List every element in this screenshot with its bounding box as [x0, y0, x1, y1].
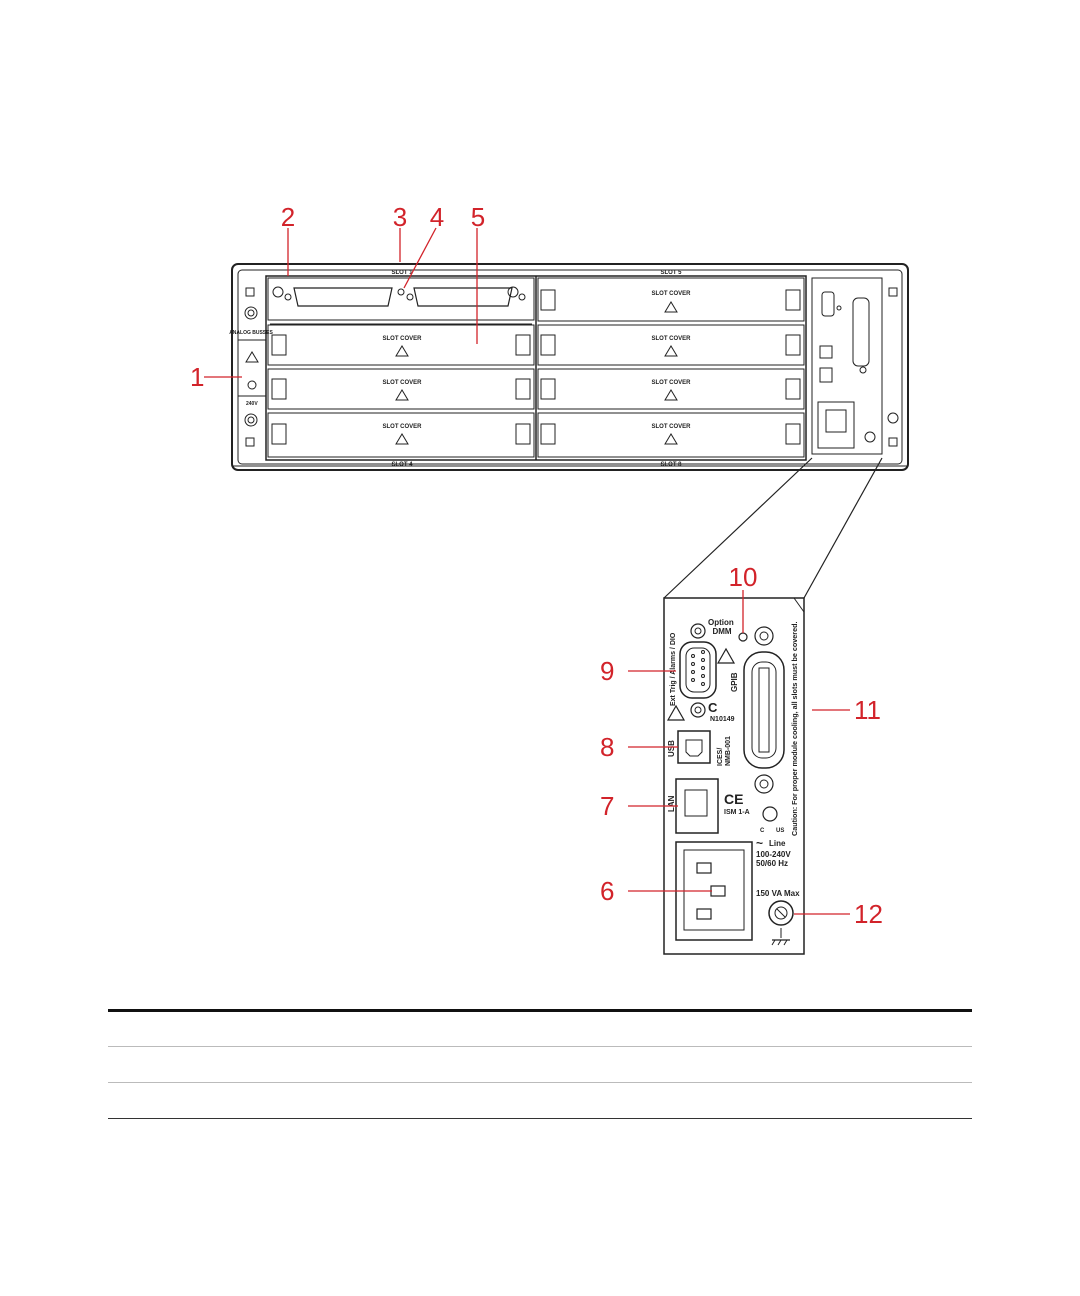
callout-leaders [204, 227, 850, 915]
cert-code-label: N10149 [710, 716, 735, 723]
option-dmm-line2: DMM [712, 627, 731, 636]
ext-trig-label: Ext Trig / Alarms / DIO [670, 632, 677, 706]
callout-numbers: 1 2 3 4 5 6 7 8 9 10 11 12 [190, 202, 883, 929]
slot-cover-right-1 [537, 277, 805, 322]
slot-1-module [267, 277, 535, 325]
db9-connector [679, 623, 717, 718]
option-dmm-label: Option DMM [708, 618, 736, 636]
ce-mark-icon: CE [724, 791, 743, 807]
callout-3: 3 [393, 202, 407, 232]
callout-12: 12 [854, 899, 883, 929]
slot-5-label: SLOT 5 [660, 270, 682, 276]
lan-label: LAN [667, 795, 676, 812]
slot-cover-label: SLOT COVER [651, 380, 691, 386]
cert-us-label: US [776, 828, 784, 834]
warning-triangle-icon [666, 704, 686, 721]
cert-c-label: C [760, 828, 765, 834]
option-dmm-line1: Option [708, 618, 734, 627]
zoom-lines [663, 457, 883, 599]
slot-cover-right-3 [537, 368, 805, 410]
caution-label: Caution: For proper module cooling, all … [790, 622, 799, 836]
callout-2: 2 [281, 202, 295, 232]
ism-label: ISM 1-A [724, 809, 750, 816]
ground-terminal [768, 900, 794, 946]
max-power-label: 150 VA Max [756, 889, 800, 898]
callout-7: 7 [600, 791, 614, 821]
slot-cover-label: SLOT COVER [382, 380, 422, 386]
line-freq-label: 50/60 Hz [756, 859, 788, 868]
usb-class-line1: ICES/ [717, 748, 724, 766]
io-area-small [811, 277, 883, 455]
slot-cover-label: SLOT COVER [651, 291, 691, 297]
slot-1-label: SLOT 1 [391, 270, 413, 276]
usb-class-line2: NMB-001 [725, 736, 732, 766]
slot-cover-right-2 [537, 324, 805, 366]
slot-4-label: SLOT 4 [391, 462, 413, 468]
callout-4: 4 [430, 202, 444, 232]
callout-9: 9 [600, 656, 614, 686]
table-row-divider [108, 1082, 972, 1083]
callout-6: 6 [600, 876, 614, 906]
instrument-rear-panel [231, 263, 909, 471]
line-voltage-label: 100-240V [756, 850, 791, 859]
slot-cover-left-3 [267, 368, 535, 410]
table-bottom-rule [108, 1118, 972, 1119]
slot-cover-label: SLOT COVER [382, 424, 422, 430]
callout-5: 5 [471, 202, 485, 232]
callout-1: 1 [190, 362, 204, 392]
gpib-label: GPIB [730, 672, 739, 692]
slot-8-label: SLOT 8 [660, 462, 682, 468]
analog-busses-label: ANALOG BUSSES [229, 330, 273, 336]
slot-cover-label: SLOT COVER [651, 424, 691, 430]
slot-cover-label: SLOT COVER [382, 336, 422, 342]
callout-10: 10 [729, 562, 758, 592]
c-tick-mark-icon: C [708, 700, 718, 715]
warning-triangle-icon [716, 647, 736, 664]
slot-cover-left-4 [267, 412, 535, 458]
callout-11: 11 [854, 695, 881, 725]
slot-cover-right-4 [537, 412, 805, 458]
callout-8: 8 [600, 732, 614, 762]
table-row-divider [108, 1046, 972, 1047]
usb-class-label: ICES/ NMB-001 [717, 736, 732, 766]
detail-io-panel [663, 597, 805, 955]
usb-label: USB [667, 740, 676, 757]
slot-cover-left-2 [267, 324, 535, 366]
csa-mark-icon [762, 806, 778, 822]
line-label: Line [769, 839, 786, 848]
table-top-rule [108, 1009, 972, 1012]
line-tilde-icon: ~ [756, 836, 763, 850]
gpib-connector [743, 626, 785, 794]
slot-cover-label: SLOT COVER [651, 336, 691, 342]
voltage-label: 240V [246, 401, 258, 407]
